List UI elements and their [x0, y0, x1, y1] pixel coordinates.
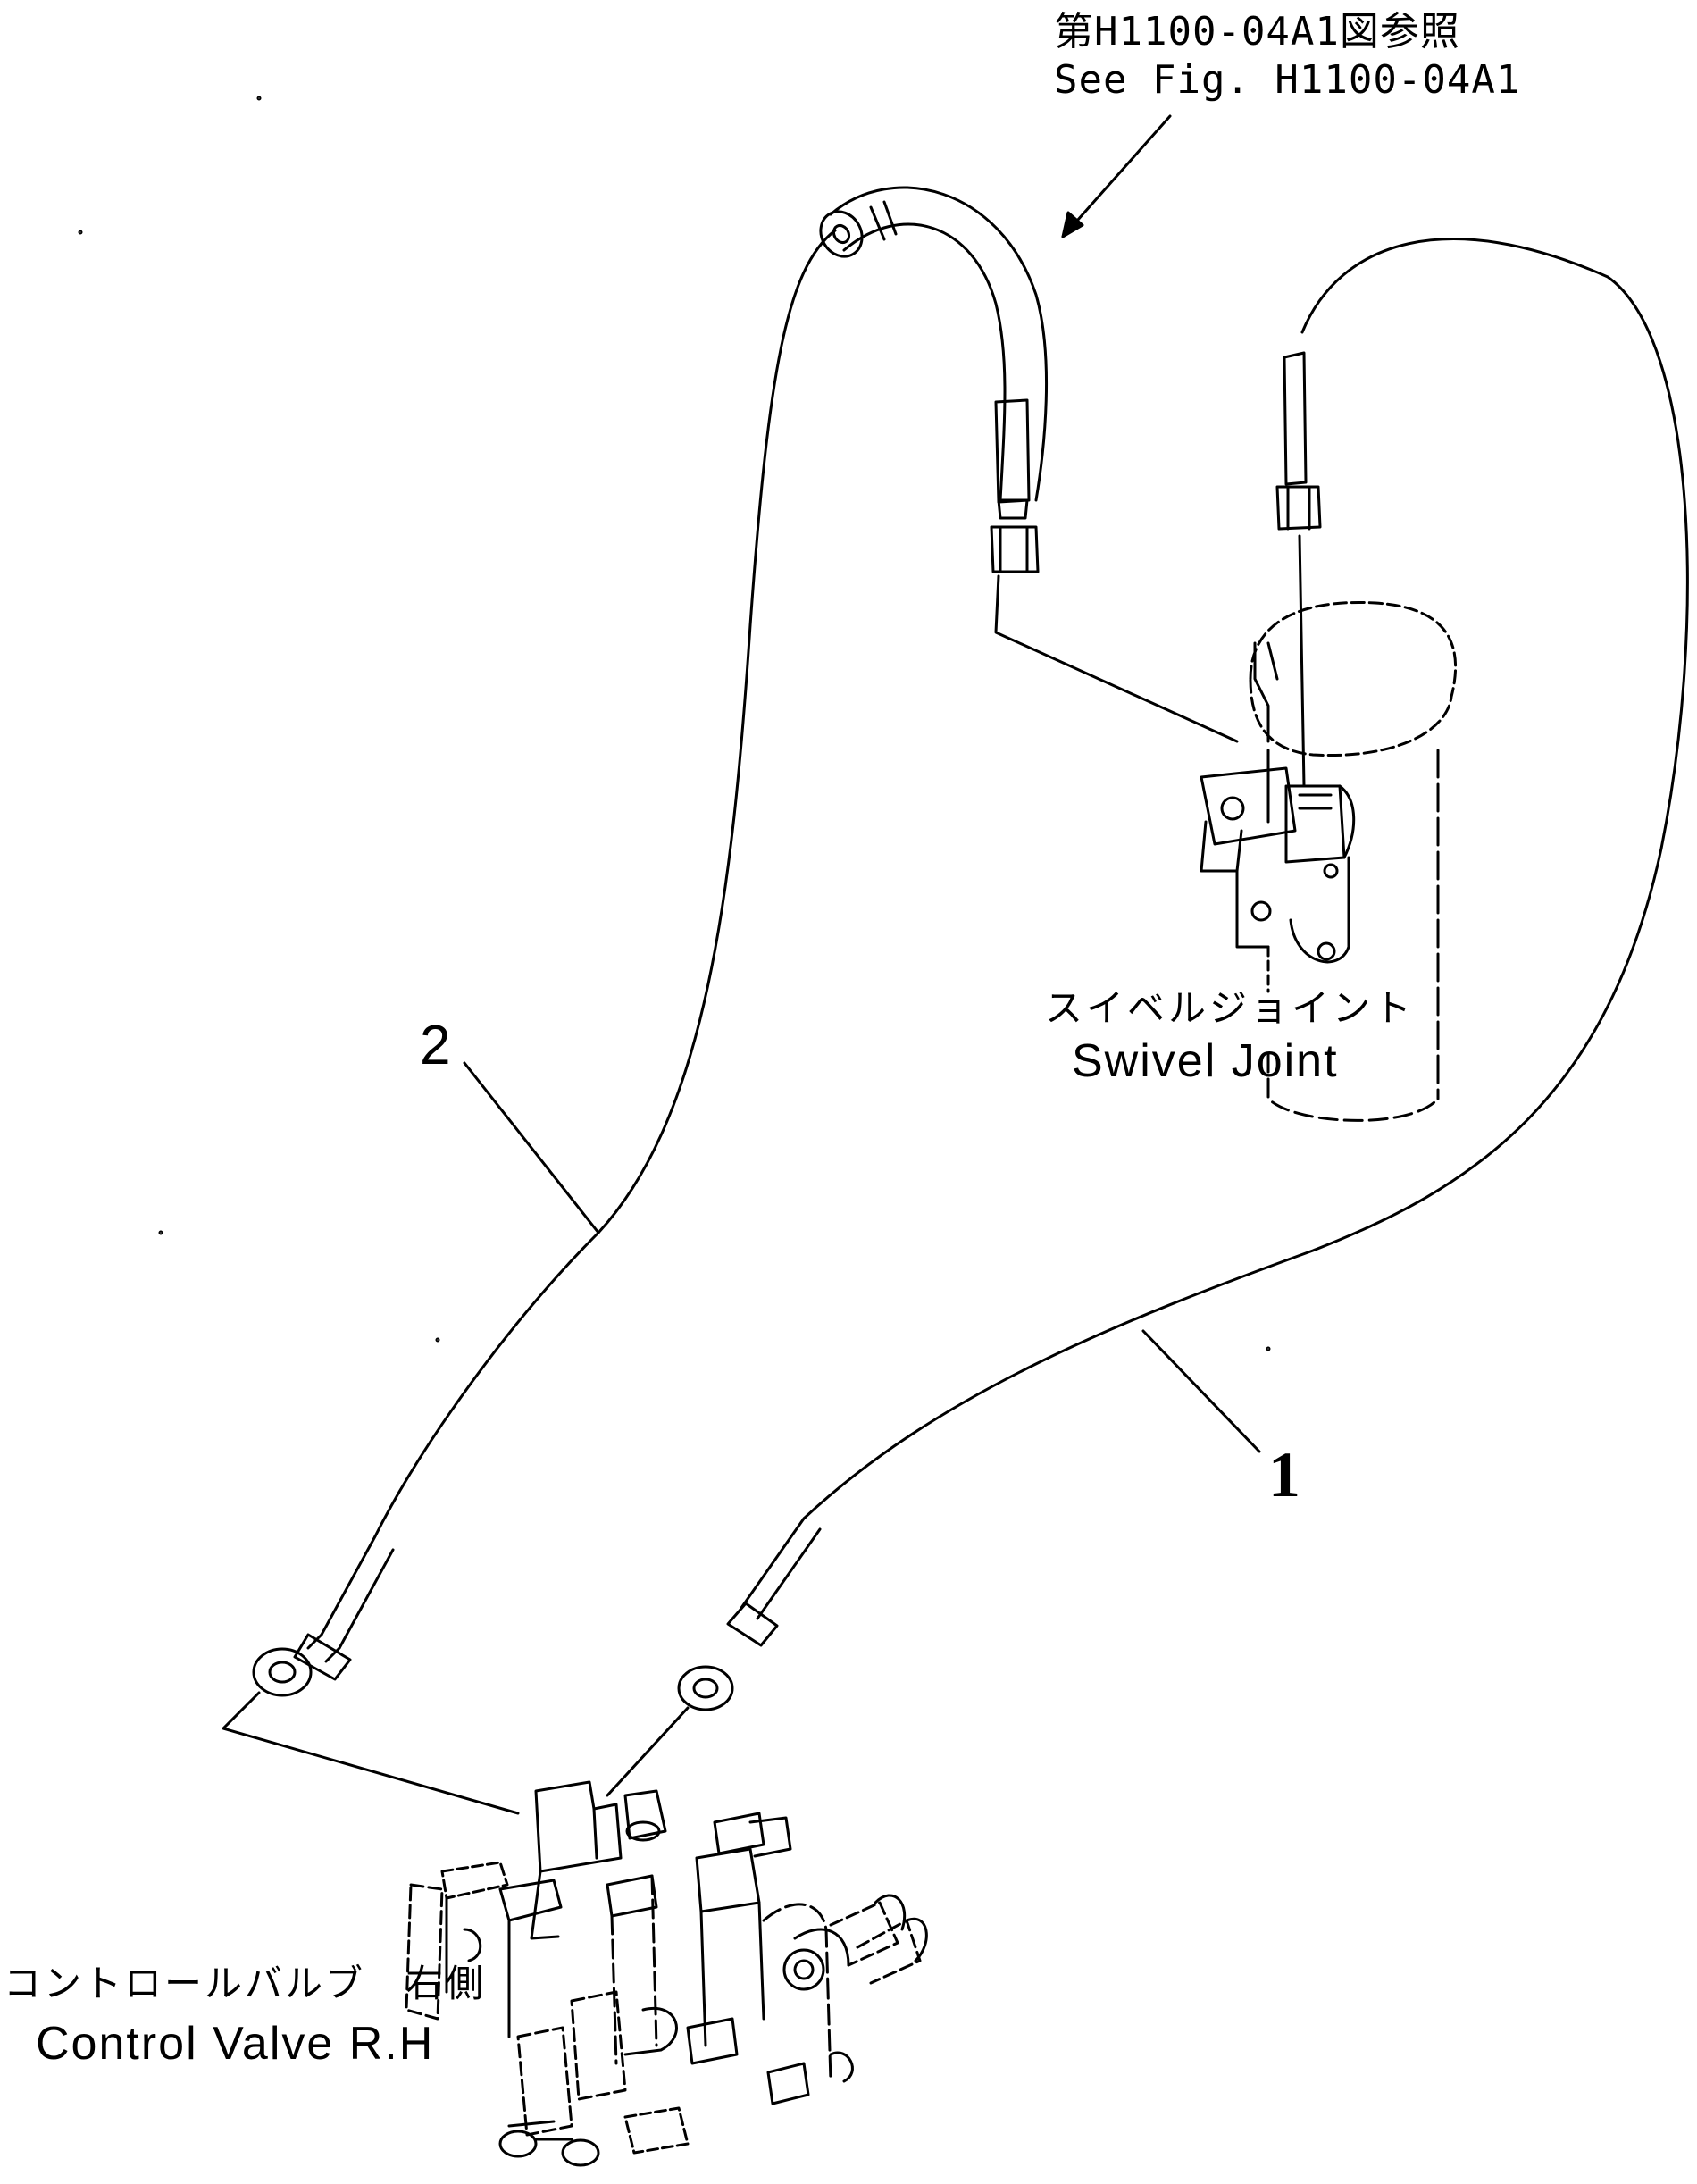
control-valve-label-en: Control Valve R.H	[36, 2018, 435, 2070]
swivel-joint[interactable]	[1200, 600, 1458, 1122]
swivel-straight-hose	[1275, 351, 1322, 788]
bent-hose-nut	[990, 525, 1040, 573]
hose-1-connection-line	[606, 1706, 690, 1797]
reference-arrow	[1061, 114, 1172, 238]
specks	[78, 96, 1271, 1351]
hose-1-end-fitting	[726, 1517, 822, 1647]
swivel-joint-label-en: Swivel Joint	[1072, 1035, 1339, 1087]
swivel-joint-label-jp: スイベルジョイント	[1045, 986, 1416, 1030]
callout-2-leader	[463, 1061, 600, 1234]
hose-2-connection-line	[222, 1691, 520, 1815]
hose-1[interactable]	[802, 238, 1689, 1520]
callout-1[interactable]: 1	[1268, 1439, 1300, 1510]
hose-1-nut	[677, 1665, 734, 1711]
hose-2-nut	[252, 1647, 313, 1697]
callout-1-leader	[1141, 1329, 1261, 1453]
control-valve-label-jp: コントロールバルブ 右側	[4, 1962, 487, 2005]
hose-2-end-fitting	[293, 1535, 395, 1681]
control-valve[interactable]	[405, 1780, 928, 2167]
hose-2[interactable]	[373, 229, 837, 1538]
bent-hose-connection-line	[994, 574, 1239, 743]
reference-label-jp: 第H1100-04A1図参照	[1054, 9, 1460, 54]
referenced-bent-hose[interactable]	[813, 186, 1049, 520]
reference-label-en[interactable]: See Fig. H1100-04A1	[1054, 57, 1521, 103]
callout-2[interactable]: 2	[420, 1015, 451, 1076]
